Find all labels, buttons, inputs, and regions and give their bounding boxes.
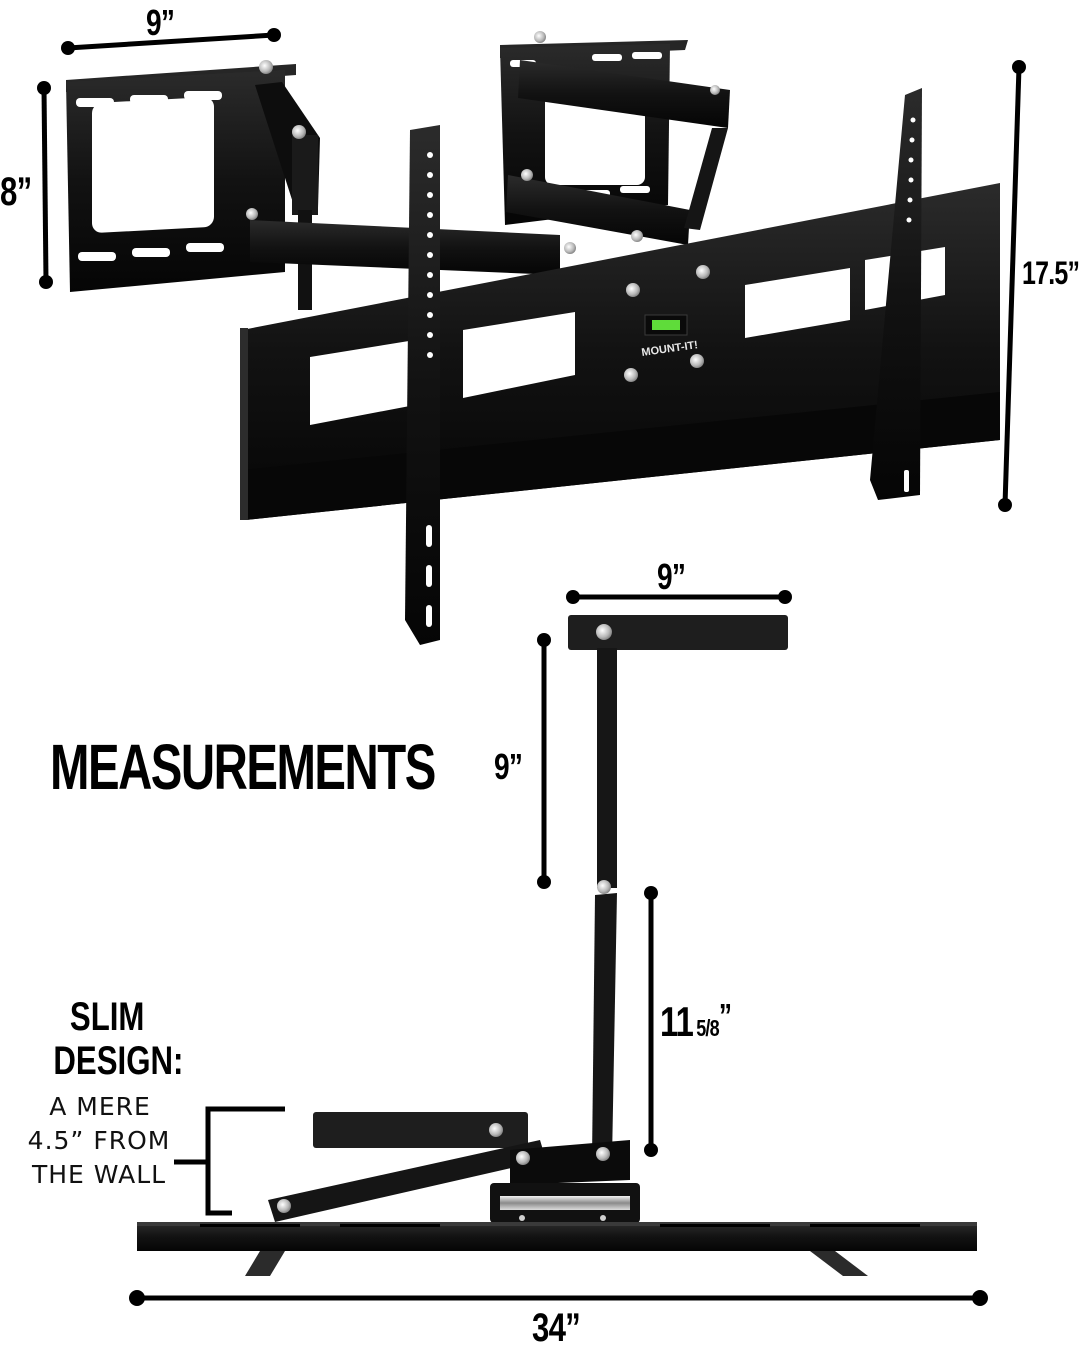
slim-bracket-line <box>174 1106 285 1216</box>
dimension-line-base-width <box>129 1290 988 1306</box>
right-tv-bracket <box>870 88 922 500</box>
dimension-line-overall-height <box>998 60 1026 512</box>
slim-body-line2: 4.5” FROM <box>27 1126 171 1155</box>
left-swing-arm <box>246 82 560 310</box>
dimension-line-arm-2 <box>644 886 658 1157</box>
right-swing-arm <box>506 60 730 254</box>
folded-arm <box>268 1112 630 1222</box>
label-tv-plate-width: 9” <box>657 556 686 597</box>
base-rail <box>137 1222 977 1276</box>
label-arm-segment-2-fraction: 5/8 <box>696 1015 719 1041</box>
page-title: MEASUREMENTS <box>50 731 436 803</box>
slim-body-line3: THE WALL <box>31 1160 167 1189</box>
bubble-level-icon <box>644 314 688 336</box>
label-overall-height: 17.5” <box>1022 255 1080 291</box>
dimension-line-arm-1 <box>537 633 551 889</box>
slim-body-line1: A MERE <box>49 1092 151 1121</box>
label-arm-segment-1: 9” <box>494 746 523 787</box>
slim-title-line2: DESIGN: <box>53 1039 184 1083</box>
label-vesa-width: 9” <box>146 2 175 43</box>
left-tv-bracket <box>405 125 440 645</box>
left-vesa-plate <box>66 60 296 292</box>
center-plate <box>624 265 710 382</box>
label-base-width: 34” <box>532 1306 581 1350</box>
extended-arm <box>568 615 788 1160</box>
label-vesa-height: 8” <box>0 170 32 214</box>
wall-pivot <box>490 1183 640 1223</box>
label-arm-segment-2-unit: ” <box>718 998 732 1035</box>
label-arm-segment-2-whole: 11 <box>660 998 694 1045</box>
dimension-line-vesa-width <box>61 28 281 55</box>
dimension-line-tv-plate-width <box>566 590 792 604</box>
dimension-line-vesa-height <box>37 81 53 289</box>
slim-title-line1: SLIM <box>69 995 145 1039</box>
